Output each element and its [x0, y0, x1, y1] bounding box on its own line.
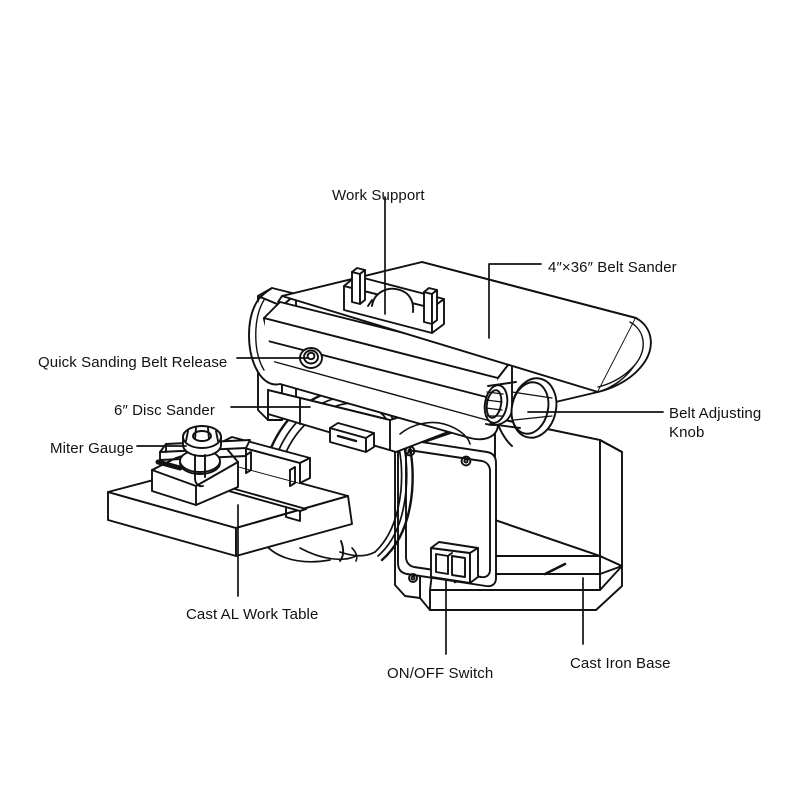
miter-gauge-shape: [151, 425, 251, 506]
callout-label-work-support: Work Support: [332, 187, 425, 204]
callout-label-belt-sander: 4″×36″ Belt Sander: [548, 259, 677, 276]
belt-left-end-guard: [248, 287, 281, 386]
leader-lines: [136, 196, 664, 655]
callout-label-disc-sander: 6″ Disc Sander: [114, 402, 215, 419]
callout-label-cast-al-work-table: Cast AL Work Table: [186, 606, 319, 623]
belt-arm-lower-bracket: [329, 422, 375, 453]
belt-right-drum: [597, 365, 635, 393]
work-support-bracket: [343, 267, 445, 334]
housing-top-connector: [399, 421, 471, 445]
callout-label-quick-sanding-belt-release: Quick Sanding Belt Release: [38, 354, 228, 371]
leader-belt-sander: [488, 263, 542, 339]
callout-label-on-off-switch: ON/OFF Switch: [387, 665, 494, 682]
callout-label-miter-gauge: Miter Gauge: [50, 440, 134, 457]
callout-label-belt-adjusting-knob: Belt Adjusting Knob: [669, 405, 762, 441]
belt-adjusting-knob-shape: [483, 377, 558, 439]
on-off-switch-shape: [430, 541, 479, 584]
callout-label-cast-iron-base: Cast Iron Base: [570, 655, 671, 672]
under-table-detail: [299, 547, 358, 562]
